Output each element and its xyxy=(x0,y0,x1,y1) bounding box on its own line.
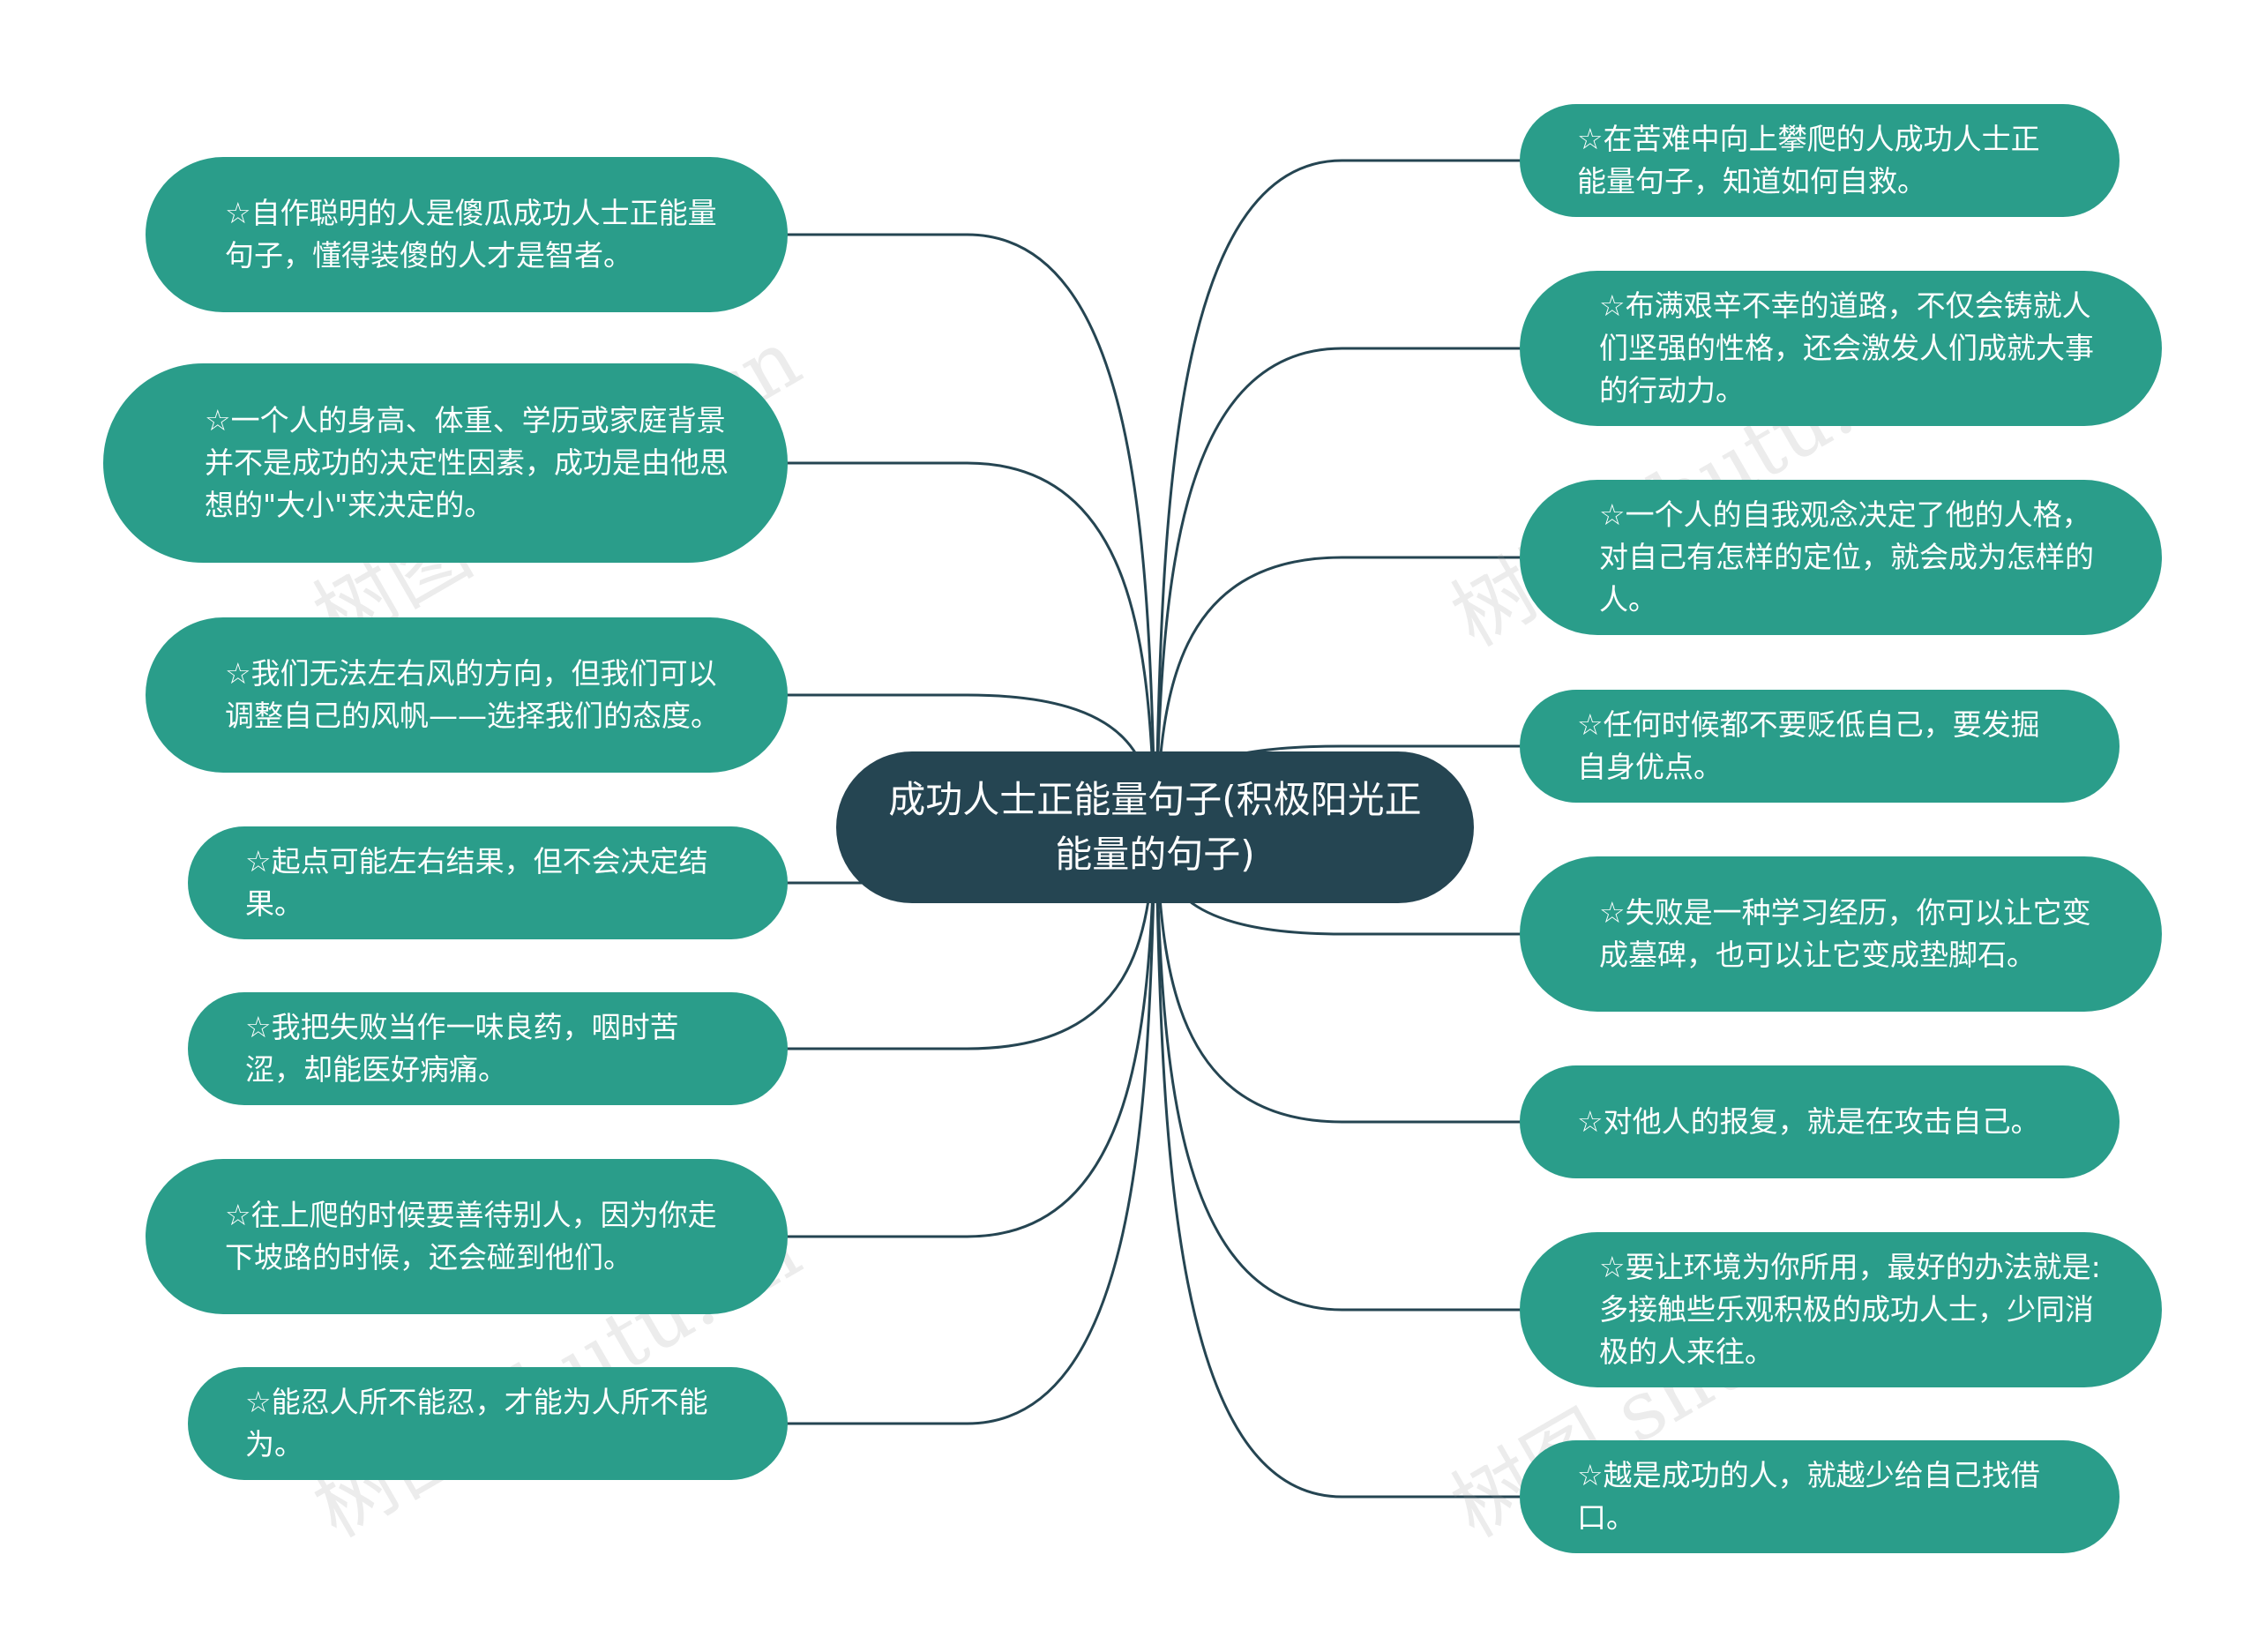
connector-line xyxy=(786,826,1157,1238)
connector-line xyxy=(786,826,1157,1050)
connector-line xyxy=(1154,826,1522,1124)
node-text: ☆自作聪明的人是傻瓜成功人士正能量句子，懂得装傻的人才是智者。 xyxy=(225,196,717,273)
right-node-4[interactable]: ☆任何时候都不要贬低自己，要发掘自身优点。 xyxy=(1520,690,2120,803)
left-node-1[interactable]: ☆自作聪明的人是傻瓜成功人士正能量句子，懂得装傻的人才是智者。 xyxy=(146,157,788,312)
node-text: ☆起点可能左右结果，但不会决定结果。 xyxy=(245,844,708,921)
node-text: ☆往上爬的时候要善待别人，因为你走下坡路的时候，还会碰到他们。 xyxy=(225,1198,717,1275)
connector-line xyxy=(786,233,1157,828)
right-node-3[interactable]: ☆一个人的自我观念决定了他的人格，对自己有怎样的定位，就会成为怎样的人。 xyxy=(1520,480,2162,635)
left-node-6[interactable]: ☆往上爬的时候要善待别人，因为你走下坡路的时候，还会碰到他们。 xyxy=(146,1159,788,1314)
node-text: ☆我们无法左右风的方向，但我们可以调整自己的风帆——选择我们的态度。 xyxy=(225,656,720,733)
node-text: ☆我把失败当作一味良药，咽时苦涩，却能医好病痛。 xyxy=(245,1010,679,1087)
right-node-6[interactable]: ☆对他人的报复，就是在攻击自己。 xyxy=(1520,1065,2120,1178)
connector-line xyxy=(1154,826,1522,1312)
node-text: ☆失败是一种学习经历，你可以让它变成墓碑，也可以让它变成垫脚石。 xyxy=(1599,895,2091,972)
connector-line xyxy=(1154,159,1522,828)
left-node-4[interactable]: ☆起点可能左右结果，但不会决定结果。 xyxy=(188,826,788,939)
left-node-5[interactable]: ☆我把失败当作一味良药，咽时苦涩，却能医好病痛。 xyxy=(188,992,788,1105)
right-node-1[interactable]: ☆在苦难中向上攀爬的人成功人士正能量句子，知道如何自救。 xyxy=(1520,104,2120,217)
node-text: ☆布满艰辛不幸的道路，不仅会铸就人们坚强的性格，还会激发人们成就大事的行动力。 xyxy=(1599,288,2094,407)
node-text: ☆能忍人所不能忍，才能为人所不能为。 xyxy=(245,1385,708,1461)
right-node-2[interactable]: ☆布满艰辛不幸的道路，不仅会铸就人们坚强的性格，还会激发人们成就大事的行动力。 xyxy=(1520,271,2162,426)
node-text: ☆任何时候都不要贬低自己，要发掘自身优点。 xyxy=(1577,707,2040,784)
connector-line xyxy=(786,826,1157,1425)
left-node-7[interactable]: ☆能忍人所不能忍，才能为人所不能为。 xyxy=(188,1367,788,1480)
connector-line xyxy=(1154,347,1522,828)
left-node-3[interactable]: ☆我们无法左右风的方向，但我们可以调整自己的风帆——选择我们的态度。 xyxy=(146,617,788,773)
node-text: ☆一个人的自我观念决定了他的人格，对自己有怎样的定位，就会成为怎样的人。 xyxy=(1599,497,2094,617)
central-topic-label: 成功人士正能量句子(积极阳光正能量的句子) xyxy=(888,778,1422,876)
node-text: ☆一个人的身高、体重、学历或家庭背景并不是成功的决定性因素，成功是由他思想的"大… xyxy=(205,403,729,522)
right-node-7[interactable]: ☆要让环境为你所用，最好的办法就是:多接触些乐观积极的成功人士，少同消极的人来往… xyxy=(1520,1232,2162,1387)
connector-line xyxy=(1154,826,1522,1499)
central-topic[interactable]: 成功人士正能量句子(积极阳光正能量的句子) xyxy=(836,751,1474,903)
connector-line xyxy=(1154,556,1522,828)
connector-line xyxy=(786,461,1157,828)
right-node-5[interactable]: ☆失败是一种学习经历，你可以让它变成墓碑，也可以让它变成垫脚石。 xyxy=(1520,856,2162,1012)
node-text: ☆越是成功的人，就越少给自己找借口。 xyxy=(1577,1458,2040,1535)
node-text: ☆在苦难中向上攀爬的人成功人士正能量句子，知道如何自救。 xyxy=(1577,122,2040,198)
left-node-2[interactable]: ☆一个人的身高、体重、学历或家庭背景并不是成功的决定性因素，成功是由他思想的"大… xyxy=(103,363,788,563)
node-text: ☆对他人的报复，就是在攻击自己。 xyxy=(1577,1104,2040,1139)
node-text: ☆要让环境为你所用，最好的办法就是:多接触些乐观积极的成功人士，少同消极的人来往… xyxy=(1599,1250,2101,1369)
right-node-8[interactable]: ☆越是成功的人，就越少给自己找借口。 xyxy=(1520,1440,2120,1553)
